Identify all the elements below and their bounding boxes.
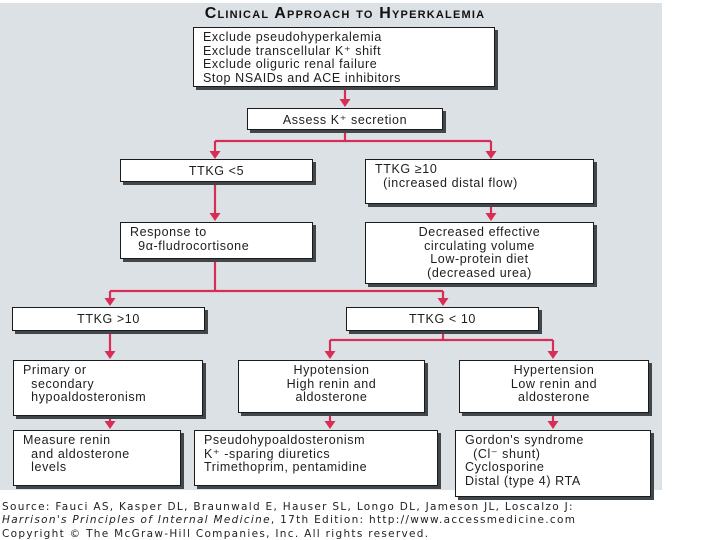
- node-response-fludrocortisone: Response to 9α-fludrocortisone: [120, 222, 313, 259]
- node-ttkg-lt-10: TTKG < 10: [346, 307, 539, 331]
- source-citation: Source: Fauci AS, Kasper DL, Braunwald E…: [2, 501, 720, 540]
- node-ttkg-lt-5: TTKG <5: [120, 159, 313, 182]
- node-gordons-syndrome: Gordon's syndrome (Cl⁻ shunt) Cyclospori…: [455, 430, 651, 497]
- connector-lines: [108, 86, 555, 422]
- node-ttkg-ge-10: TTKG ≥10 (increased distal flow): [365, 159, 594, 204]
- node-hypertension: Hypertension Low renin and aldosterone: [459, 360, 649, 413]
- node-decreased-volume: Decreased effective circulating volume L…: [365, 222, 594, 284]
- node-hypoaldosteronism: Primary or secondary hypoaldosteronism: [13, 360, 203, 416]
- node-assess-k-secretion: Assess K⁺ secretion: [247, 108, 443, 130]
- node-hypotension: Hypotension High renin and aldosterone: [238, 360, 425, 413]
- edition-text: , 17th Edition: http://www.accessmedicin…: [270, 514, 577, 526]
- source-line-1: Source: Fauci AS, Kasper DL, Braunwald E…: [2, 501, 574, 513]
- figure-title: Clinical Approach to Hyperkalemia: [204, 5, 486, 22]
- source-line-2: Harrison's Principles of Internal Medici…: [2, 514, 720, 527]
- book-title: Harrison's Principles of Internal Medici…: [2, 514, 271, 526]
- node-measure-renin: Measure renin and aldosterone levels: [13, 430, 181, 486]
- copyright-line: Copyright © The McGraw-Hill Companies, I…: [2, 528, 430, 540]
- node-pseudohypoaldosteronism: Pseudohypoaldosteronism K⁺ -sparing diur…: [194, 430, 438, 486]
- node-exclude-steps: Exclude pseudohyperkalemia Exclude trans…: [193, 27, 495, 87]
- node-ttkg-gt-10: TTKG >10: [12, 307, 205, 331]
